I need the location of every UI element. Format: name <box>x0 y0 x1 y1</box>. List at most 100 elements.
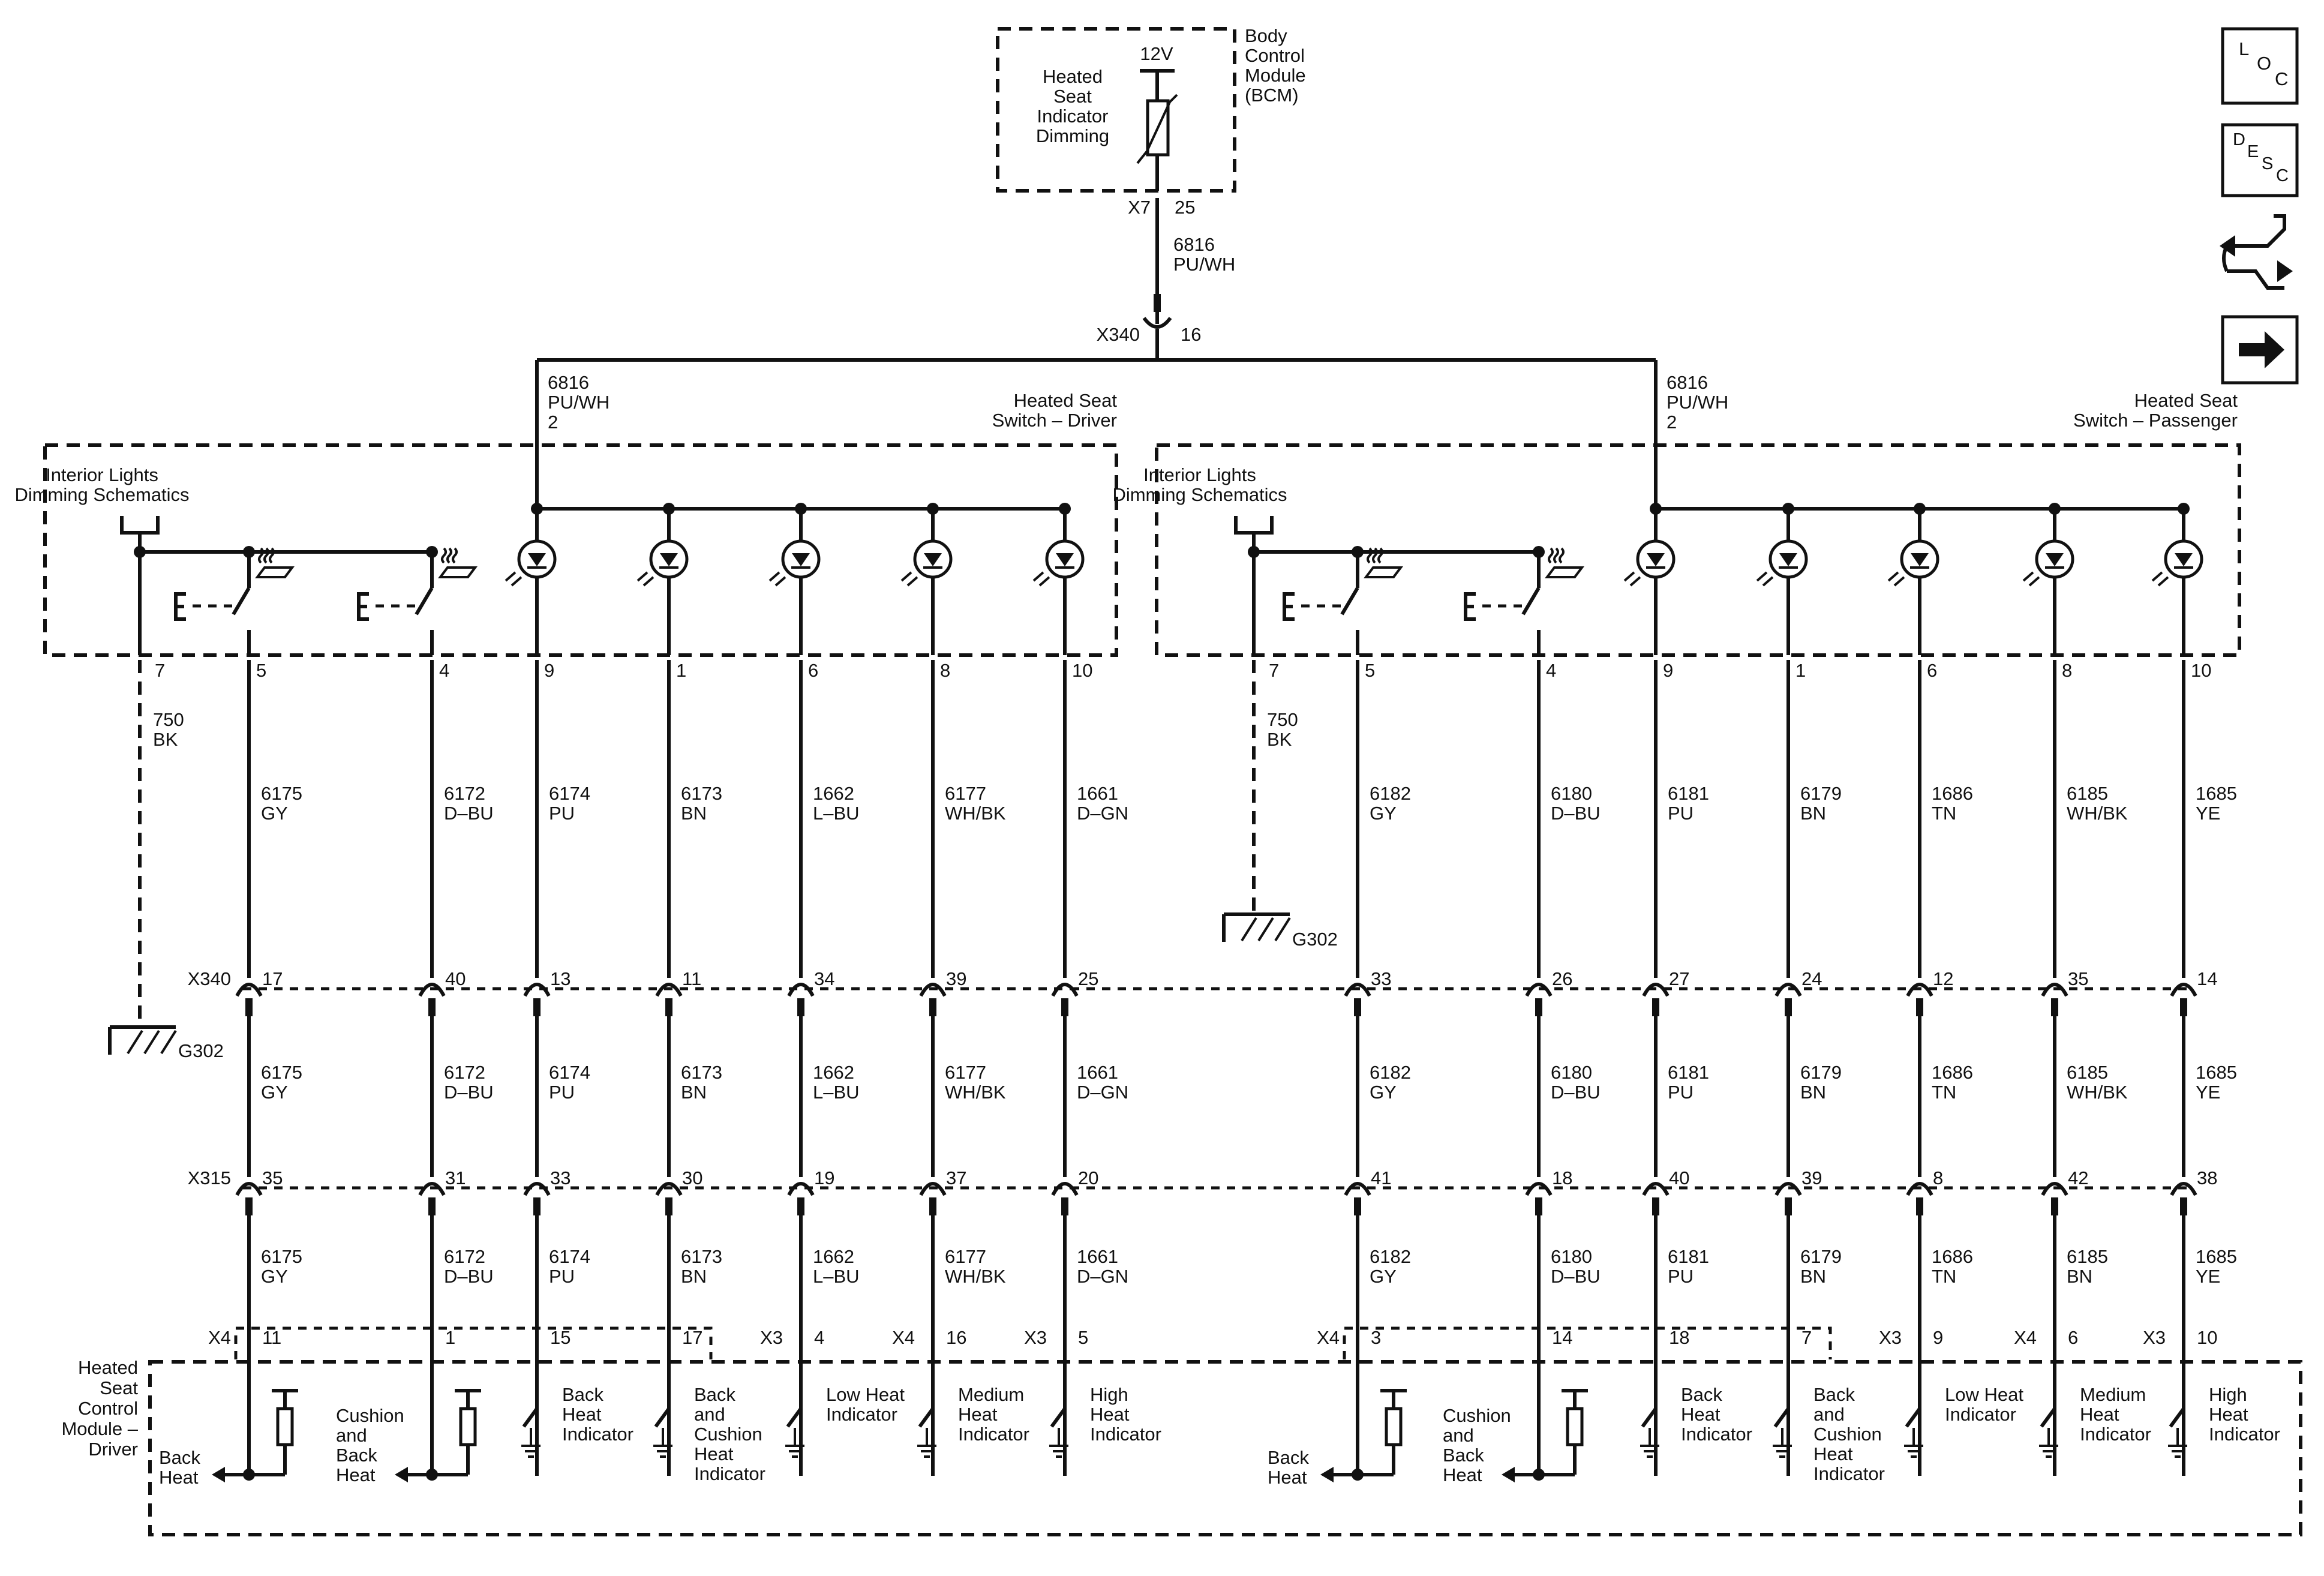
next-arrow-button[interactable] <box>2221 315 2299 385</box>
x315-pin: 42 <box>2068 1167 2088 1188</box>
switch-pin: 10 <box>1072 660 1092 681</box>
x4-connector-box <box>234 1326 713 1359</box>
x340-pin: 40 <box>445 968 466 989</box>
x315-connector <box>1051 1182 1079 1215</box>
ground-icon-mod-4 <box>785 1428 804 1458</box>
ground-icon-mod-5 <box>917 1428 936 1458</box>
led-indicator-icon-0 <box>505 539 557 587</box>
x340-pin: 24 <box>1801 968 1822 989</box>
x315-label: X315 <box>188 1167 231 1188</box>
module-pin: 15 <box>550 1327 571 1348</box>
ind-sw <box>1773 1407 1790 1428</box>
heated-seat-switch-icon-1 <box>357 547 478 642</box>
svg-text:S: S <box>2262 154 2273 173</box>
ind-sw <box>1641 1407 1658 1428</box>
module-connector: X4 <box>892 1327 915 1348</box>
x4-connector-box <box>1343 1326 1832 1359</box>
ground-label-0: G302 <box>178 1040 224 1061</box>
x340-pin: 39 <box>946 968 966 989</box>
x340-connector <box>919 983 947 1016</box>
x315-connector <box>1525 1182 1553 1215</box>
x340-connector <box>1051 983 1079 1016</box>
bcm-pin: 25 <box>1175 197 1195 218</box>
x340-pin: 34 <box>814 968 834 989</box>
switch-pin: 5 <box>1365 660 1375 681</box>
x315-connector <box>1642 1182 1670 1215</box>
module-connector: X3 <box>2143 1327 2166 1348</box>
led-indicator-icon-1 <box>1756 539 1808 587</box>
x340-connector <box>2170 983 2197 1016</box>
led-indicator-icon-4 <box>2151 539 2203 587</box>
ground-icon-mod-2 <box>1640 1428 1659 1458</box>
module-pin: 1 <box>445 1327 455 1348</box>
module-pin: 4 <box>814 1327 824 1348</box>
x340-connector <box>235 983 263 1016</box>
output-arrow-icon <box>1502 1467 1515 1482</box>
module-connector: X3 <box>1024 1327 1047 1348</box>
ground-icon-mod-4 <box>1904 1428 1923 1458</box>
switch-pin: 1 <box>1795 660 1806 681</box>
feed-x340-pin: 16 <box>1181 324 1201 345</box>
x340-connector <box>523 983 551 1016</box>
x315-pin: 39 <box>1801 1167 1822 1188</box>
heater-element-icon-1 <box>455 1389 481 1475</box>
x315-connector <box>418 1182 446 1215</box>
module-pin: 18 <box>1669 1327 1689 1348</box>
ind-sw <box>786 1407 803 1428</box>
module-pin: 11 <box>262 1327 281 1348</box>
x340-connector <box>1344 983 1371 1016</box>
x340-pin: 17 <box>262 968 283 989</box>
ground-pin: 7 <box>1269 660 1279 681</box>
svg-text:O: O <box>2257 53 2271 74</box>
module-pin: 14 <box>1552 1327 1572 1348</box>
led-indicator-icon-4 <box>1032 539 1085 587</box>
x340-label: X340 <box>188 968 231 989</box>
switch-pin: 9 <box>544 660 554 681</box>
x315-connector <box>655 1182 683 1215</box>
x340-pin: 33 <box>1371 968 1391 989</box>
x340-pin: 11 <box>682 968 701 989</box>
x315-connector <box>1906 1182 1933 1215</box>
ground-label-1: G302 <box>1292 929 1338 950</box>
led-indicator-icon-3 <box>2022 539 2074 587</box>
x315-connector <box>1344 1182 1371 1215</box>
x315-pin: 41 <box>1371 1167 1391 1188</box>
ind-sw <box>918 1407 935 1428</box>
connector-icon[interactable] <box>2220 214 2293 290</box>
ground-icon-0 <box>108 1025 177 1055</box>
x340-pin: 35 <box>2068 968 2088 989</box>
loc-button[interactable]: LOC <box>2221 27 2299 105</box>
ind-sw <box>2040 1407 2056 1428</box>
